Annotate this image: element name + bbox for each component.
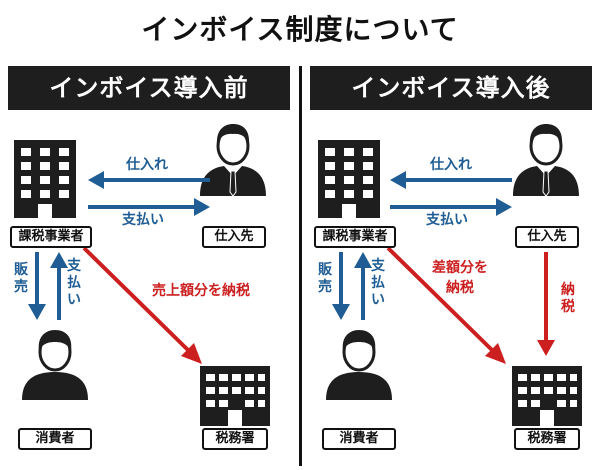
- consumer-payment-arrow: [50, 252, 68, 320]
- tax-text-line1: 差額分を: [432, 260, 488, 276]
- supplier-label: 仕入先: [202, 226, 266, 248]
- consumer-payment-text-after: 支払い: [371, 258, 385, 308]
- supplier-person-icon: [198, 122, 268, 198]
- business-label-after: 課税事業者: [314, 226, 396, 248]
- consumer-label-after: 消費者: [322, 428, 396, 450]
- consumer-person-icon: [20, 328, 90, 402]
- supplier-tax-arrow: [537, 252, 555, 356]
- payment-arrow: [88, 198, 210, 216]
- consumer-payment-text: 支払い: [67, 258, 81, 308]
- consumer-label: 消費者: [18, 428, 92, 450]
- business-building-icon-after: [318, 140, 380, 218]
- tax-text-line2: 納税: [446, 280, 474, 296]
- purchase-text: 仕入れ: [126, 157, 168, 173]
- panel-header-after: インボイス導入後: [310, 66, 592, 110]
- tax-office-building-icon-after: [512, 366, 582, 426]
- payment-text-after: 支払い: [426, 212, 468, 228]
- sales-text-after: 販売: [318, 262, 332, 295]
- supplier-tax-text: 納税: [561, 282, 575, 315]
- payment-arrow-after: [390, 198, 512, 216]
- tax-text: 売上額分を納税: [152, 283, 250, 299]
- supplier-label-after: 仕入先: [515, 226, 579, 248]
- business-building-icon: [14, 140, 76, 218]
- sales-arrow: [28, 252, 46, 320]
- tax-office-building-icon: [200, 366, 270, 426]
- supplier-person-icon-after: [511, 122, 581, 198]
- tax-arrow-after: [386, 246, 506, 364]
- consumer-payment-arrow-after: [354, 252, 372, 320]
- consumer-person-icon-after: [324, 328, 394, 402]
- payment-text: 支払い: [122, 212, 164, 228]
- purchase-arrow-after: [390, 171, 512, 189]
- panel-header-before: インボイス導入前: [8, 66, 290, 110]
- panel-divider: [299, 66, 302, 466]
- business-label: 課税事業者: [10, 226, 92, 248]
- tax-office-label: 税務署: [202, 428, 268, 450]
- purchase-arrow: [88, 171, 210, 189]
- tax-office-label-after: 税務署: [514, 428, 580, 450]
- sales-arrow-after: [332, 252, 350, 320]
- tax-arrow: [82, 246, 202, 364]
- purchase-text-after: 仕入れ: [430, 157, 472, 173]
- page-title: インボイス制度について: [141, 13, 459, 46]
- sales-text: 販売: [14, 262, 28, 295]
